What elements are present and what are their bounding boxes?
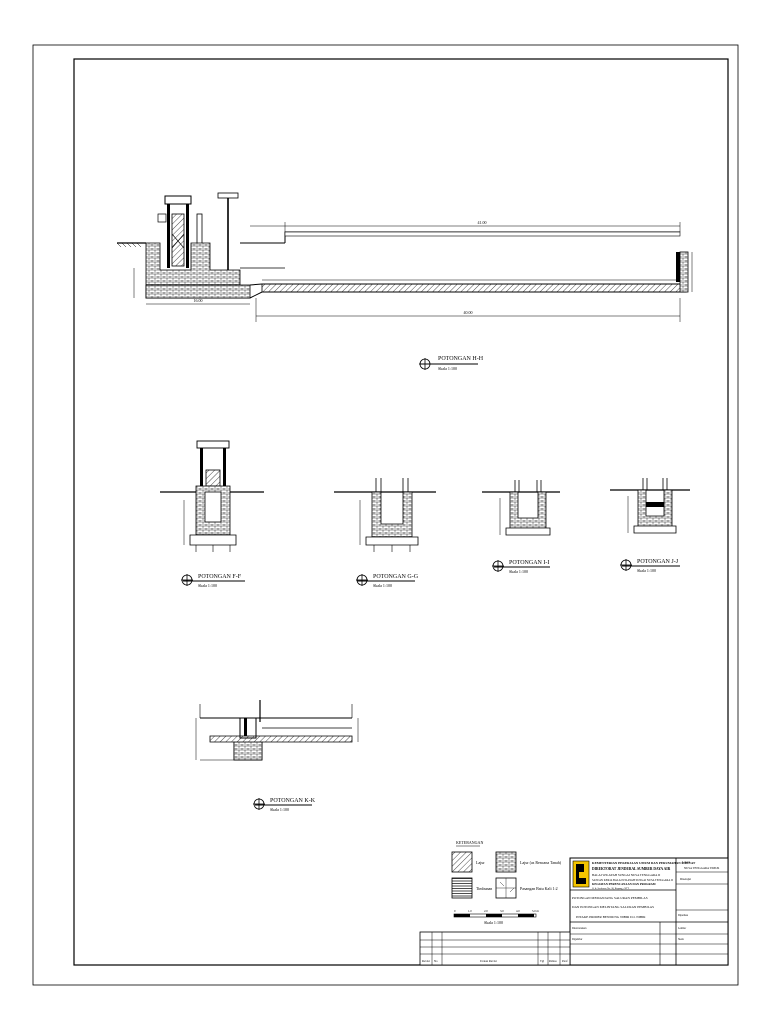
kk-scale: Skala 1:100	[270, 807, 289, 812]
tb-unit: SATUAN KERJA BALAI WILAYAH SUNGAI NUSA T…	[592, 879, 673, 882]
sheet-outer-border	[32, 44, 739, 986]
legend-swatch-lines	[451, 877, 473, 899]
tb-address: Jl. Ir. Soekarno No. 38, Kupang - NTT	[592, 887, 630, 890]
tb-approved-label: Disetujui	[680, 877, 691, 881]
tb-sheet-label: Lembar	[678, 927, 686, 930]
section-ii-drawing	[482, 480, 560, 536]
title-block: KEMENTERIAN PEKERJAAN UMUM DAN PERUMAHAN…	[569, 857, 729, 966]
scale-tick-0: 0	[454, 909, 456, 913]
legend-title: KETERANGAN	[456, 840, 483, 845]
tb-scale-label: Skala	[678, 938, 685, 941]
section-ff-title: POTONGAN F-F Skala 1:100	[180, 573, 245, 588]
section-hh-drawing: 41.00 40.00 16.00	[116, 192, 693, 322]
rev-col-uraian: Uraian Revisi	[480, 959, 497, 963]
revision-table: Revisi No Uraian Revisi Tgl Periksa Para…	[419, 931, 571, 966]
gg-title: POTONGAN G-G	[373, 574, 419, 580]
tb-project-1: POTONGAN MEMANJANG SALURAN PEMBILAS	[572, 896, 648, 900]
ff-title: POTONGAN F-F	[198, 574, 242, 580]
jj-scale: Skala 1:100	[637, 568, 656, 573]
scale-tick-4: 4.0	[516, 909, 520, 913]
hh-dim-top-long: 41.00	[478, 220, 487, 225]
section-jj-title: POTONGAN J-J Skala 1:100	[619, 558, 680, 573]
section-jj-drawing	[610, 478, 690, 534]
section-hh-title: POTONGAN H-H Skala 1:100	[418, 356, 484, 371]
tb-location-label: Lokasi	[682, 860, 690, 864]
scale-tick-1: 1.0	[468, 909, 472, 913]
tb-directorate: DIREKTORAT JENDERAL SUMBER DAYA AIR	[592, 867, 671, 871]
section-kk-title: POTONGAN K-K Skala 1:100	[252, 797, 316, 812]
legend-item2: Lajur (as Rencana Tanah)	[520, 860, 562, 865]
hh-title: POTONGAN H-H	[438, 356, 484, 362]
ii-title: POTONGAN I-I	[509, 560, 549, 566]
rev-col-revisi: Revisi	[422, 959, 430, 963]
legend-item1: Lajur	[476, 860, 485, 865]
tb-project-3: INTAKE PRIMER BENDUNG NIBIR D.I. NIBIR	[576, 915, 646, 919]
ff-scale: Skala 1:100	[198, 583, 217, 588]
legend-swatch-hatch	[451, 851, 473, 873]
scale-tick-3: 3.0	[500, 909, 504, 913]
kk-title: POTONGAN K-K	[270, 798, 316, 804]
sheet-inner-border	[73, 58, 729, 966]
legend-item4: Pasangan Batu Kali 1:2	[520, 886, 558, 891]
legend-item3: Timbunan	[476, 886, 492, 891]
jj-title: POTONGAN J-J	[637, 559, 679, 565]
section-ii-title: POTONGAN I-I Skala 1:100	[491, 559, 550, 574]
ministry-logo-icon	[572, 860, 590, 888]
tb-checked-label: Diperiksa	[678, 914, 689, 917]
tb-activity: KEGIATAN PERENCANAAN DAN PROGRAM	[592, 882, 656, 886]
scale-tick-5: 5.0 m	[532, 909, 540, 913]
tb-ministry: KEMENTERIAN PEKERJAAN UMUM DAN PERUMAHAN…	[592, 861, 696, 865]
rev-col-paraf: Paraf	[562, 960, 568, 963]
hh-dim-bottom-long: 40.00	[464, 310, 473, 315]
gg-scale: Skala 1:100	[373, 583, 392, 588]
tb-project-2: DAN POTONGAN MELINTANG SALURAN PEMBILAS	[572, 905, 654, 909]
tb-office: BALAI WILAYAH SUNGAI NUSA TENGGARA II	[592, 873, 660, 877]
scale-label: Skala 1:100	[484, 920, 503, 925]
rev-col-no: No	[434, 959, 438, 963]
ii-scale: Skala 1:100	[509, 569, 528, 574]
legend-swatch-brick	[495, 851, 517, 873]
hh-scale: Skala 1:100	[438, 366, 457, 371]
scale-tick-2: 2.0	[484, 909, 488, 913]
section-ff-drawing	[160, 440, 264, 552]
hh-dim-left-long: 16.00	[194, 298, 203, 303]
section-gg-title: POTONGAN G-G Skala 1:100	[355, 573, 419, 588]
tb-location-value: NUSA TENGGARA TIMUR	[684, 866, 719, 870]
section-kk-drawing	[195, 700, 359, 761]
tb-drawn-label: Digambar	[572, 938, 583, 941]
rev-col-periksa: Periksa	[549, 960, 557, 963]
legend: KETERANGAN Lajur Lajur (as Rencana Tanah…	[451, 840, 562, 925]
section-gg-drawing	[334, 478, 436, 552]
tb-designed-label: Direncanakan	[572, 927, 587, 930]
rev-col-tgl: Tgl	[540, 959, 544, 963]
